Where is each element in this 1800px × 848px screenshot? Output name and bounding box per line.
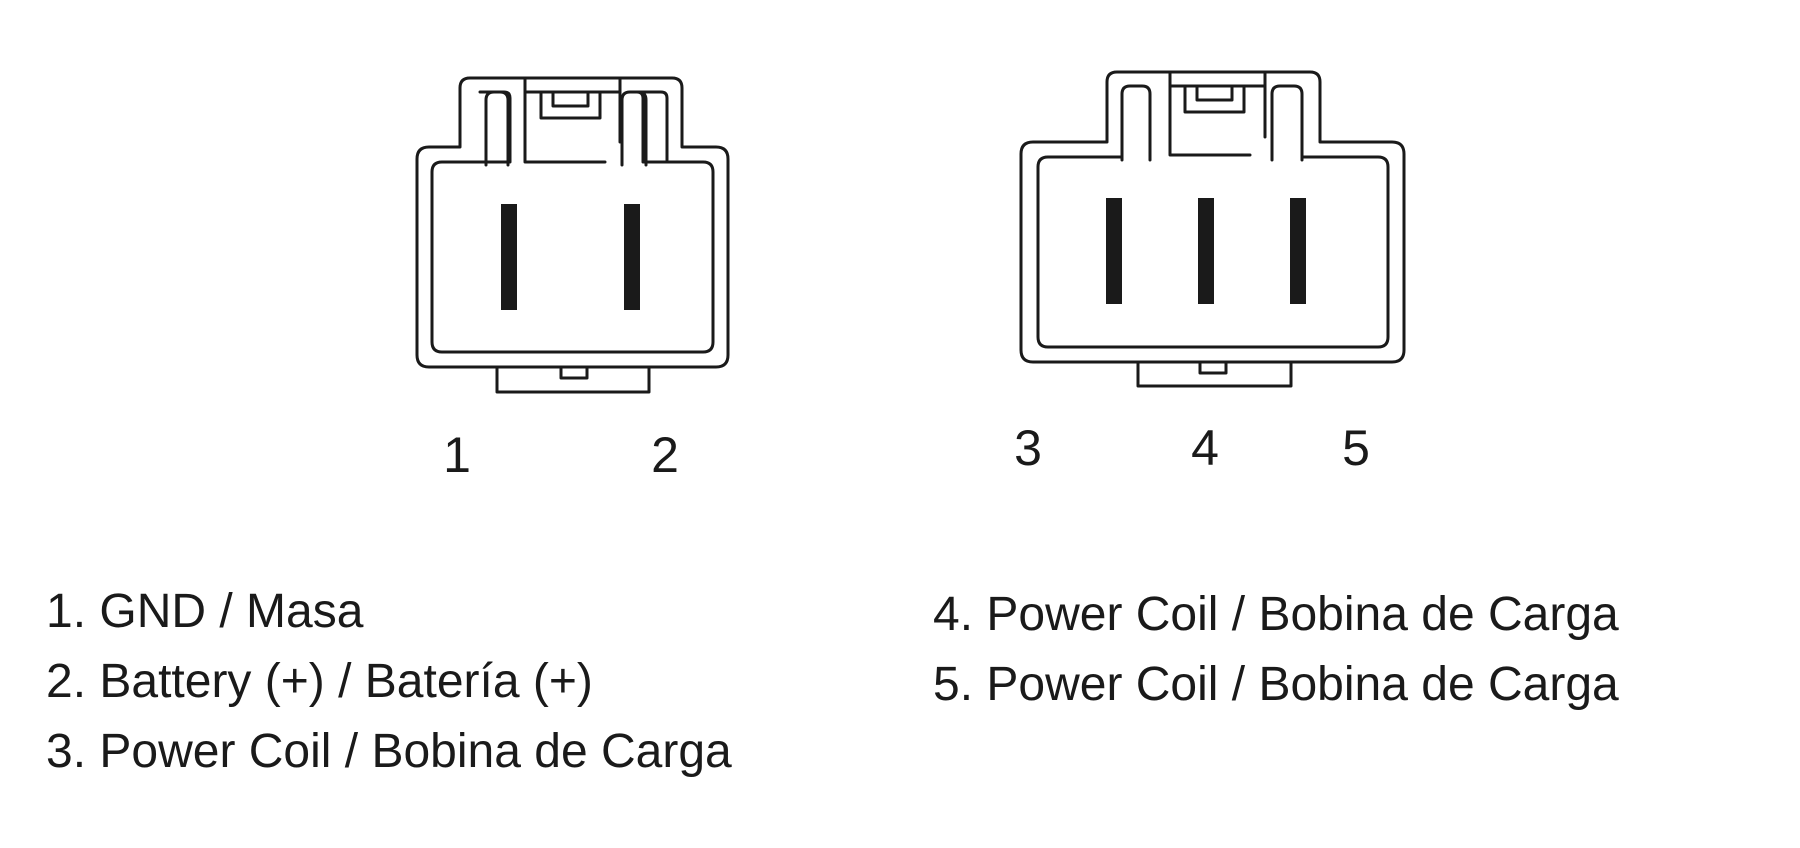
connector-right: 3 4 5 [1014, 70, 1406, 476]
connector-right-lock-tab [1168, 70, 1267, 157]
connector-left-bottom-tab [495, 365, 651, 394]
legend-item-2: 2. Battery (+) / Batería (+) [46, 655, 593, 708]
legend-item-3: 3. Power Coil / Bobina de Carga [46, 725, 732, 778]
pin-label-1: 1 [443, 427, 471, 483]
connector-right-inner-shell [1036, 155, 1390, 349]
connector-left-lock-tab [523, 76, 622, 164]
connector-right-pin-5 [1290, 198, 1306, 304]
pin-label-2: 2 [651, 427, 679, 483]
legend-item-5: 5. Power Coil / Bobina de Carga [933, 658, 1619, 711]
pin-label-4: 4 [1191, 420, 1219, 476]
connector-left-inner-wall-right [620, 90, 648, 167]
connector-right-bottom-tab [1136, 360, 1293, 388]
legend-item-1: 1. GND / Masa [46, 585, 364, 638]
pin-label-5: 5 [1342, 420, 1370, 476]
pin-legend-left: 1. GND / Masa 2. Battery (+) / Batería (… [46, 577, 732, 787]
connector-right-pin-3 [1106, 198, 1122, 304]
connector-left-inner-shell [430, 90, 715, 354]
connector-left-inner-wall [484, 90, 510, 167]
connector-left: 1 2 [415, 76, 730, 483]
connector-right-outer-shell [1019, 70, 1406, 364]
legend-item-4: 4. Power Coil / Bobina de Carga [933, 588, 1619, 641]
connector-left-pin-2 [624, 204, 640, 310]
connector-left-outer-shell [415, 76, 730, 369]
connector-right-pin-4 [1198, 198, 1214, 304]
pin-legend-right: 4. Power Coil / Bobina de Carga 5. Power… [933, 580, 1619, 720]
connector-right-inner-wall-right [1270, 84, 1304, 162]
connector-left-pin-1 [501, 204, 517, 310]
connector-right-inner-wall [1120, 84, 1152, 162]
pin-label-3: 3 [1014, 420, 1042, 476]
